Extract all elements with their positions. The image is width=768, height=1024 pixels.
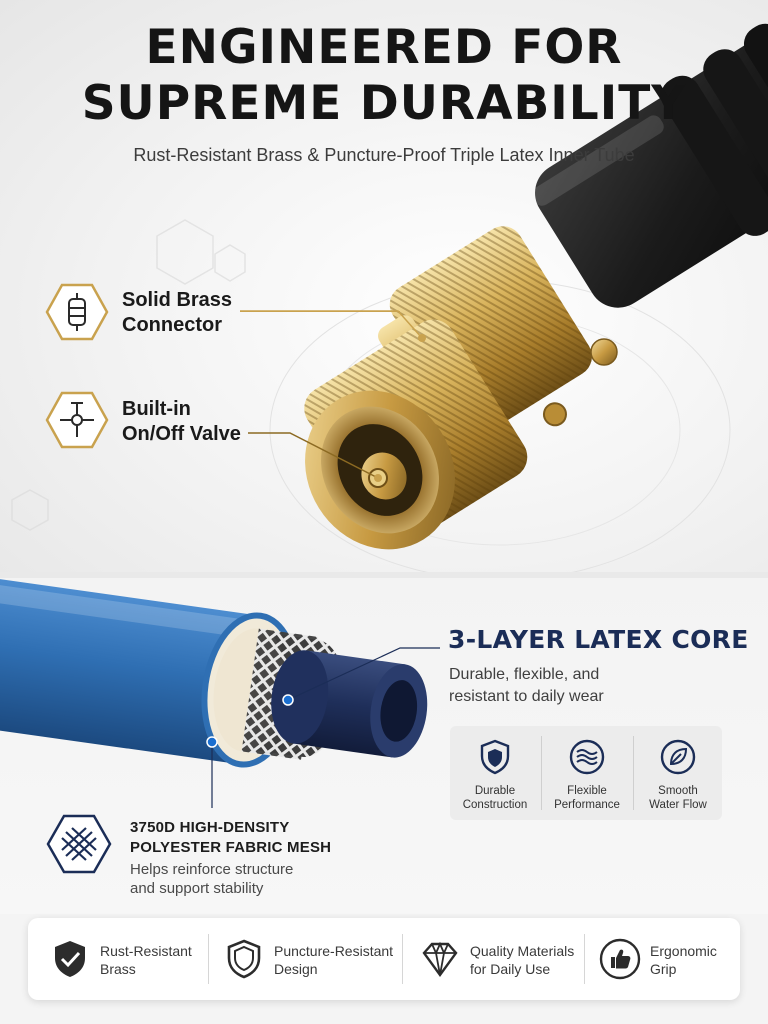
feature-label: Smooth Water Flow [633, 784, 723, 812]
mesh-title: 3750D HIGH-DENSITY POLYESTER FABRIC MESH [130, 818, 331, 858]
feature-separator [541, 736, 542, 810]
bottom-features-bar: Rust-Resistant Brass Puncture-Resistant … [28, 918, 740, 1000]
diamond-icon [418, 937, 462, 981]
bottom-feature-label: Ergonomic Grip [650, 942, 730, 978]
feature-flexible-line-1: Flexible [567, 785, 607, 797]
callout-brass-line-2: Connector [122, 314, 222, 336]
feature-label: Durable Construction [450, 784, 540, 812]
mesh-desc-line-1: Helps reinforce structure [130, 861, 294, 878]
shield-check-icon [48, 937, 92, 981]
bottom-grip-line-1: Ergonomic [650, 943, 717, 959]
feature-flexible-line-2: Performance [554, 799, 620, 811]
feature-smooth-water-flow: Smooth Water Flow [633, 726, 723, 820]
feature-smooth-line-1: Smooth [658, 785, 698, 797]
brass-connector-icon [45, 283, 109, 341]
page-subtitle: Rust-Resistant Brass & Puncture-Proof Tr… [133, 145, 635, 165]
valve-icon [45, 391, 109, 449]
brass-leader-line [240, 311, 400, 312]
bottom-separator [208, 934, 209, 984]
feature-durable-line-1: Durable [474, 785, 516, 797]
thumbs-up-icon [598, 937, 642, 981]
bottom-feature-label: Puncture-Resistant Design [274, 942, 404, 978]
feature-smooth-line-2: Water Flow [649, 799, 707, 811]
shield-outline-icon [222, 937, 266, 981]
title-line-1: ENGINEERED FOR [145, 20, 623, 75]
core-title: 3-LAYER LATEX CORE [448, 625, 749, 654]
core-desc-line-2: resistant to daily wear [449, 688, 604, 705]
leaf-icon [659, 738, 697, 776]
bottom-puncture-line-1: Puncture-Resistant [274, 943, 394, 959]
section-divider [0, 572, 768, 578]
callout-brass-line-1: Solid Brass [122, 289, 233, 311]
feature-durable-line-2: Construction [462, 799, 528, 811]
bottom-separator [584, 934, 585, 984]
feature-flexible-performance: Flexible Performance [542, 726, 632, 820]
shield-icon [476, 738, 514, 776]
bottom-feature-label: Quality Materials for Daily Use [470, 942, 600, 978]
bottom-feature-quality-materials: Quality Materials for Daily Use [418, 918, 598, 1000]
feature-separator [633, 736, 634, 810]
callout-valve-line-2: On/Off Valve [122, 423, 241, 445]
bottom-feature-rust-resistant: Rust-Resistant Brass [48, 918, 218, 1000]
bottom-feature-label: Rust-Resistant Brass [100, 942, 220, 978]
core-desc-line-1: Durable, flexible, and [449, 666, 600, 683]
bottom-grip-line-2: Grip [650, 961, 677, 977]
hose-layers-section: 3-LAYER LATEX CORE Durable, flexible, an… [0, 578, 768, 914]
page-title: ENGINEERED FOR SUPREME DURABILITY [0, 20, 768, 132]
mesh-desc-line-2: and support stability [130, 880, 264, 897]
core-features-card: Durable Construction Flexible Performanc… [450, 726, 722, 820]
bottom-rust-line-2: Brass [100, 961, 136, 977]
feature-durable-construction: Durable Construction [450, 726, 540, 820]
hero-section: ENGINEERED FOR SUPREME DURABILITY Rust-R… [0, 0, 768, 572]
hose-cross-section-illustration [0, 578, 440, 808]
callout-brass-connector: Solid Brass Connector [122, 288, 232, 338]
bottom-quality-line-1: Quality Materials [470, 943, 575, 959]
core-description: Durable, flexible, and resistant to dail… [449, 664, 649, 708]
bottom-puncture-line-2: Design [274, 961, 318, 977]
mesh-description: Helps reinforce structure and support st… [130, 860, 293, 898]
callout-valve: Built-in On/Off Valve [122, 397, 241, 447]
mesh-title-line-1: 3750D HIGH-DENSITY [130, 819, 290, 836]
callout-valve-line-1: Built-in [122, 398, 191, 420]
bottom-feature-ergonomic-grip: Ergonomic Grip [598, 918, 728, 1000]
feature-label: Flexible Performance [542, 784, 632, 812]
bottom-feature-puncture-resistant: Puncture-Resistant Design [222, 918, 402, 1000]
mesh-title-line-2: POLYESTER FABRIC MESH [130, 839, 332, 856]
bottom-separator [402, 934, 403, 984]
title-line-2: SUPREME DURABILITY [81, 76, 687, 131]
bottom-rust-line-1: Rust-Resistant [100, 943, 192, 959]
bottom-quality-line-2: for Daily Use [470, 961, 551, 977]
waves-icon [568, 738, 606, 776]
mesh-icon [46, 814, 112, 874]
